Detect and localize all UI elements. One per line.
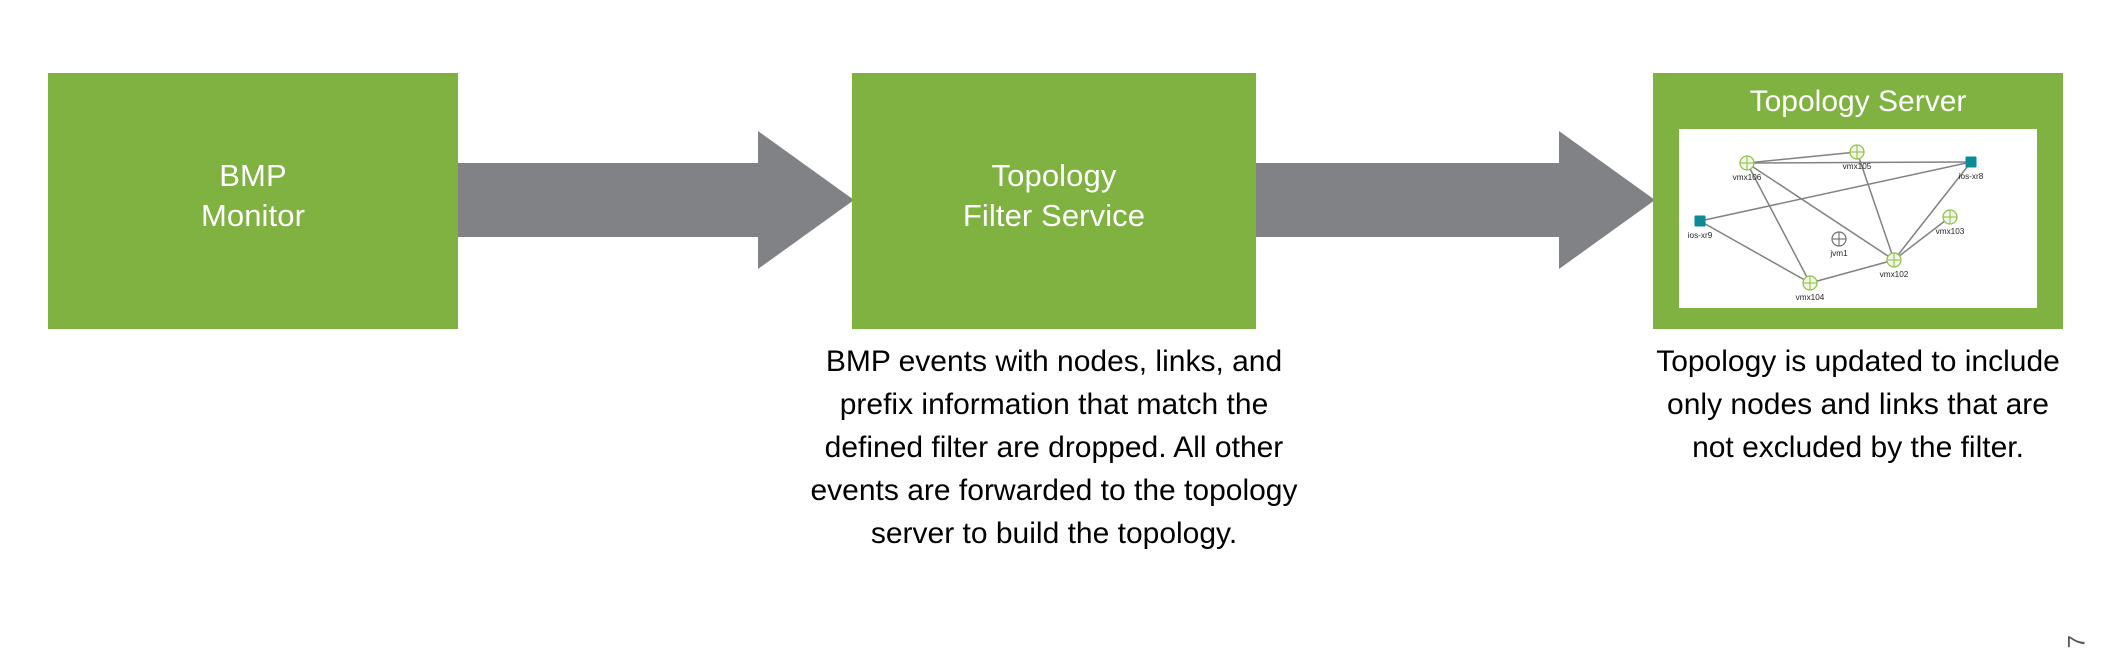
topology-link bbox=[1699, 161, 1972, 222]
topology-link bbox=[1746, 151, 1858, 164]
switch-icon bbox=[1694, 215, 1706, 227]
topology-link bbox=[1746, 161, 1972, 164]
topology-link bbox=[1893, 161, 1972, 261]
figure-id-watermark: g301257 bbox=[2063, 633, 2091, 651]
topology-link bbox=[1856, 151, 1895, 261]
flow-arrow-2-label: Nodes, Links, Prefixes bbox=[1276, 52, 1576, 85]
topology-node-label: vmx102 bbox=[1880, 270, 1909, 279]
process-box-bmp-monitor: BMP Monitor bbox=[48, 73, 458, 329]
box-label-bmp-monitor: BMP Monitor bbox=[200, 158, 306, 233]
topology-node-ios-xr8[interactable]: ios-xr8 bbox=[1959, 156, 1984, 182]
topology-nodes: vmx106 vmx105 ios-xr8 ios-xr9 jvm1 vmx102 vmx1… bbox=[1688, 144, 1984, 302]
topology-node-vmx103[interactable]: vmx103 bbox=[1936, 209, 1965, 236]
topology-link bbox=[1746, 162, 1811, 284]
caption-topology-filter-service: BMP events with nodes, links, and prefix… bbox=[810, 345, 1298, 550]
topology-node-vmx104[interactable]: vmx104 bbox=[1796, 275, 1825, 302]
topology-node-label: ios-xr9 bbox=[1688, 231, 1713, 240]
topology-graph-panel: vmx106 vmx105 ios-xr8 ios-xr9 jvm1 vmx102 vmx1… bbox=[1679, 129, 2037, 308]
topology-node-vmx106[interactable]: vmx106 bbox=[1733, 155, 1762, 182]
process-box-topology-filter-service: Topology Filter Service bbox=[852, 73, 1256, 329]
topology-link bbox=[1809, 259, 1895, 284]
flow-arrow-1 bbox=[458, 131, 854, 269]
process-box-topology-server: Topology Server vmx106 vmx105 ios-xr8 ios-x… bbox=[1653, 73, 2063, 329]
box-label-topology-filter-service: Topology Filter Service bbox=[962, 158, 1146, 233]
topology-edges bbox=[1699, 151, 1972, 284]
topology-node-vmx102[interactable]: vmx102 bbox=[1880, 252, 1909, 279]
topology-link bbox=[1893, 216, 1951, 261]
switch-icon bbox=[1965, 156, 1977, 168]
topology-node-label: ios-xr8 bbox=[1959, 172, 1984, 181]
flow-arrow-1-label: Nodes, Links, Prefixes bbox=[478, 52, 778, 85]
topology-node-jvm1[interactable]: jvm1 bbox=[1829, 231, 1848, 258]
topology-node-label: vmx103 bbox=[1936, 227, 1965, 236]
topology-node-label: jvm1 bbox=[1829, 249, 1848, 258]
topology-node-label: vmx106 bbox=[1733, 173, 1762, 182]
topology-node-label: vmx105 bbox=[1843, 162, 1872, 171]
topology-node-vmx105[interactable]: vmx105 bbox=[1843, 144, 1872, 171]
flow-arrow-2 bbox=[1256, 131, 1655, 269]
topology-node-label: vmx104 bbox=[1796, 293, 1825, 302]
caption-topology-server: Topology is updated to include only node… bbox=[1656, 345, 2060, 464]
topology-link bbox=[1746, 162, 1895, 261]
topology-node-ios-xr9[interactable]: ios-xr9 bbox=[1688, 215, 1713, 241]
box-label-topology-server: Topology Server bbox=[1749, 85, 1967, 118]
topology-link bbox=[1699, 220, 1811, 284]
